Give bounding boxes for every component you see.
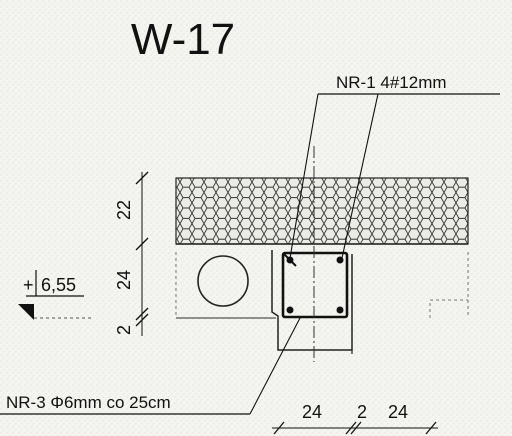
rebar-bottom-right — [336, 306, 344, 314]
horizontal-tick-3 — [350, 421, 362, 435]
rib-outline — [271, 250, 353, 351]
hollow-void-circle — [197, 255, 249, 307]
elevation-plus: + — [23, 275, 34, 295]
dim-vertical-1: 22 — [114, 200, 134, 220]
elevation-marker-icon — [18, 304, 34, 320]
vertical-tick-2 — [135, 237, 149, 251]
horizontal-tick-4 — [425, 421, 437, 435]
rebar-bottom-left — [286, 306, 294, 314]
nr1-leader-b — [341, 93, 379, 259]
dim-horizontal-3: 24 — [388, 402, 408, 422]
horizontal-tick-1 — [273, 421, 285, 435]
nr1-label: NR-1 4#12mm — [336, 73, 447, 92]
nr3-leader — [249, 317, 301, 415]
rebar-top-right — [336, 256, 344, 264]
elevation-value: 6,55 — [41, 275, 76, 295]
nr1-leader-a — [289, 93, 319, 259]
rebar-top-left — [286, 256, 294, 264]
stirrup-nr3 — [281, 251, 349, 319]
vertical-tick-4 — [135, 313, 149, 327]
nr3-label: NR-3 Φ6mm co 25cm — [6, 393, 171, 412]
dim-horizontal-2: 2 — [357, 402, 367, 422]
vertical-tick-1 — [135, 171, 149, 185]
dim-vertical-2: 24 — [114, 270, 134, 290]
vertical-tick-3 — [135, 307, 149, 321]
right-slab-step — [429, 299, 468, 318]
horizontal-tick-2 — [345, 421, 357, 435]
slab-block-layer — [175, 177, 469, 245]
drawing-title: W-17 — [131, 15, 235, 64]
dim-vertical-3: 2 — [114, 325, 134, 335]
dim-horizontal-1: 24 — [302, 402, 322, 422]
